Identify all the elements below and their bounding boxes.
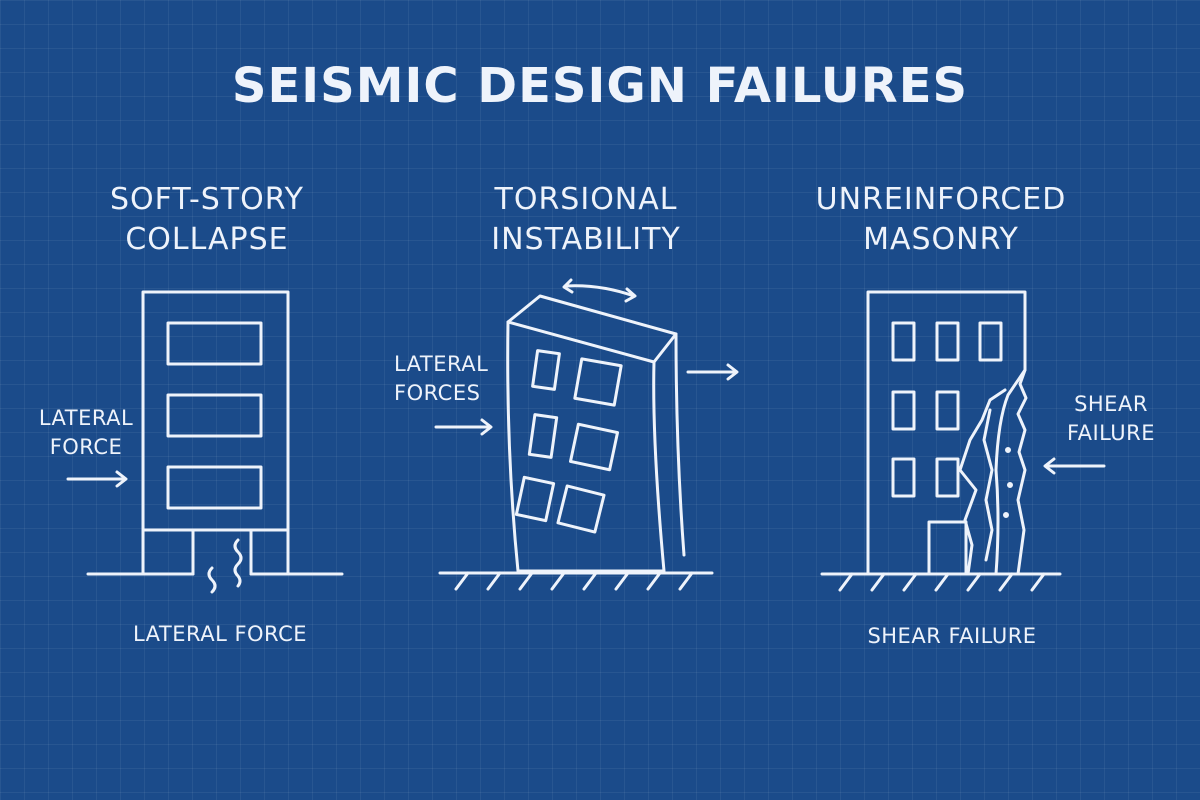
torsional-side-label-line-1: LATERAL [394,352,489,376]
shear-force-arrow-icon [1043,457,1106,475]
rotation-arrow-icon [562,278,637,303]
masonry-heading-line-1: UNREINFORCED [815,182,1067,217]
masonry-wall-outline [866,290,1027,576]
lateral-force-arrow-icon [66,470,128,488]
masonry-caption: SHEAR FAILURE [867,624,1037,648]
masonry-window [891,457,916,498]
torsional-heading-line-1: TORSIONAL [494,182,678,217]
debris-dot [1005,447,1011,453]
twisted-side-edge [674,332,686,557]
torsional-window [568,422,620,472]
masonry-side-label-line-2: FAILURE [1066,421,1156,445]
lateral-forces-arrow-icon [434,418,493,436]
masonry-side-label: SHEAR FAILURE [1056,390,1166,448]
torsional-window [556,484,606,534]
ground-hatching [454,571,694,591]
masonry-building [820,290,1106,592]
masonry-crack-edge [1016,368,1028,576]
soft-story-heading-line-1: SOFT-STORY [109,182,304,217]
debris-dot [1003,512,1009,518]
twisted-roof [506,294,678,364]
soft-story-building [66,290,344,594]
crack-icon [207,566,217,594]
shear-crack-icon [982,408,994,562]
soft-story-inner-columns [191,528,253,576]
debris-dot [1007,482,1013,488]
soft-story-side-label: LATERAL FORCE [36,404,136,462]
shear-crack-icon [958,388,1007,576]
masonry-door [927,520,968,576]
masonry-window [978,321,1003,362]
masonry-window [891,321,916,362]
soft-story-upper-block [141,290,290,532]
torsional-window [531,349,561,391]
soft-story-side-label-line-1: LATERAL [38,406,134,430]
masonry-heading: UNREINFORCED MASONRY [791,180,1091,260]
soft-story-window [166,393,263,438]
torsional-building [434,278,739,591]
crack-icon [233,538,243,588]
torsional-window [573,357,623,407]
soft-story-heading: SOFT-STORY COLLAPSE [57,180,357,260]
masonry-window [935,321,960,362]
soft-story-caption: LATERAL FORCE [132,622,308,646]
soft-story-window [166,321,263,366]
torsional-heading-line-2: INSTABILITY [491,222,681,257]
diagram-title: SEISMIC DESIGN FAILURES [231,58,969,114]
twisted-facade [506,320,666,573]
masonry-heading-line-2: MASONRY [863,222,1019,257]
displacement-arrow-icon [686,363,739,381]
torsional-window [527,413,559,459]
soft-story-heading-line-2: COLLAPSE [125,222,289,257]
masonry-window [891,390,916,431]
masonry-side-label-line-1: SHEAR [1074,392,1148,416]
torsional-side-label: LATERAL FORCES [394,350,488,408]
torsional-side-label-line-2: FORCES [394,381,481,405]
torsional-window [514,475,556,523]
ground-hatching [838,572,1046,592]
masonry-window [935,457,960,498]
masonry-window [935,390,960,431]
torsional-heading: TORSIONAL INSTABILITY [436,180,736,260]
soft-story-side-label-line-2: FORCE [49,435,123,459]
soft-story-window [166,465,263,510]
